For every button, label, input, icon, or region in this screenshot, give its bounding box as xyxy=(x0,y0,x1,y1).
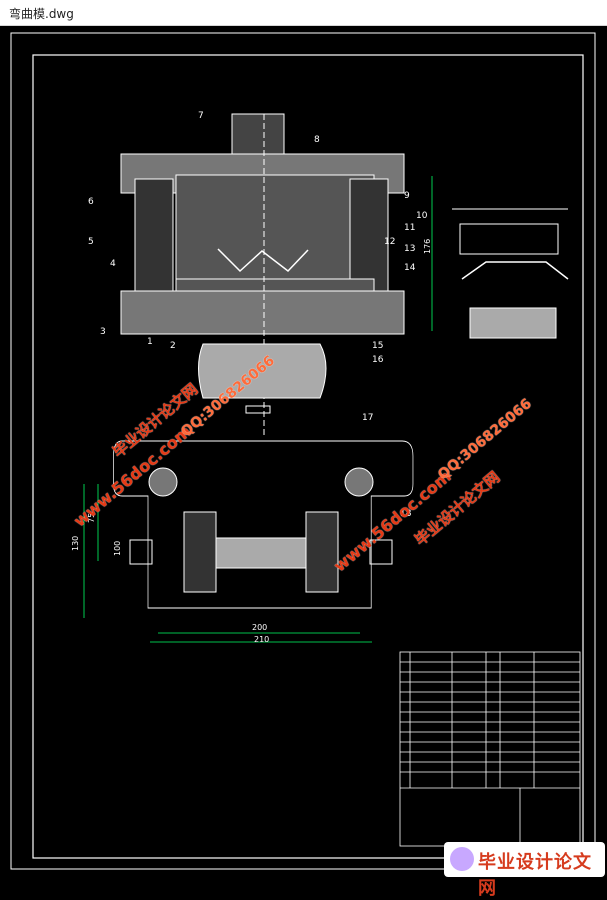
logo-emblem-icon xyxy=(450,847,474,871)
part-label: 1 xyxy=(147,337,153,347)
part-label: 2 xyxy=(170,341,176,351)
part-label: 7 xyxy=(198,111,204,121)
part-label: 14 xyxy=(404,263,416,273)
part-label: 17 xyxy=(362,413,373,423)
part-label: 9 xyxy=(404,191,410,201)
window-titlebar: 弯曲模.dwg xyxy=(0,0,607,26)
window-title: 弯曲模.dwg xyxy=(9,7,74,21)
dim-text: 200 xyxy=(252,623,267,632)
part-label: 18 xyxy=(400,509,412,519)
site-logo: 毕业设计论文网 xyxy=(444,842,605,899)
cad-drawing: 1 2 3 4 5 6 7 8 9 10 11 12 13 14 15 16 1… xyxy=(10,32,596,870)
part-label: 16 xyxy=(372,355,384,365)
part-label: 13 xyxy=(404,244,415,254)
part-label: 4 xyxy=(110,259,116,269)
dim-text: 210 xyxy=(254,635,269,644)
dim-text: 75 xyxy=(87,513,96,523)
logo-text: 毕业设计论文网 xyxy=(478,852,592,899)
part-label: 12 xyxy=(384,237,395,247)
part-label: 8 xyxy=(314,135,320,145)
part-label: 3 xyxy=(100,327,106,337)
dim-text: 130 xyxy=(71,536,80,551)
dim-text: 176 xyxy=(423,239,432,254)
part-label: 11 xyxy=(404,223,415,233)
dim-text: 100 xyxy=(113,541,122,556)
cad-canvas[interactable]: 1 2 3 4 5 6 7 8 9 10 11 12 13 14 15 16 1… xyxy=(0,26,607,879)
part-label: 6 xyxy=(88,197,94,207)
part-label: 15 xyxy=(372,341,383,351)
part-label: 5 xyxy=(88,237,94,247)
part-label: 10 xyxy=(416,211,428,221)
